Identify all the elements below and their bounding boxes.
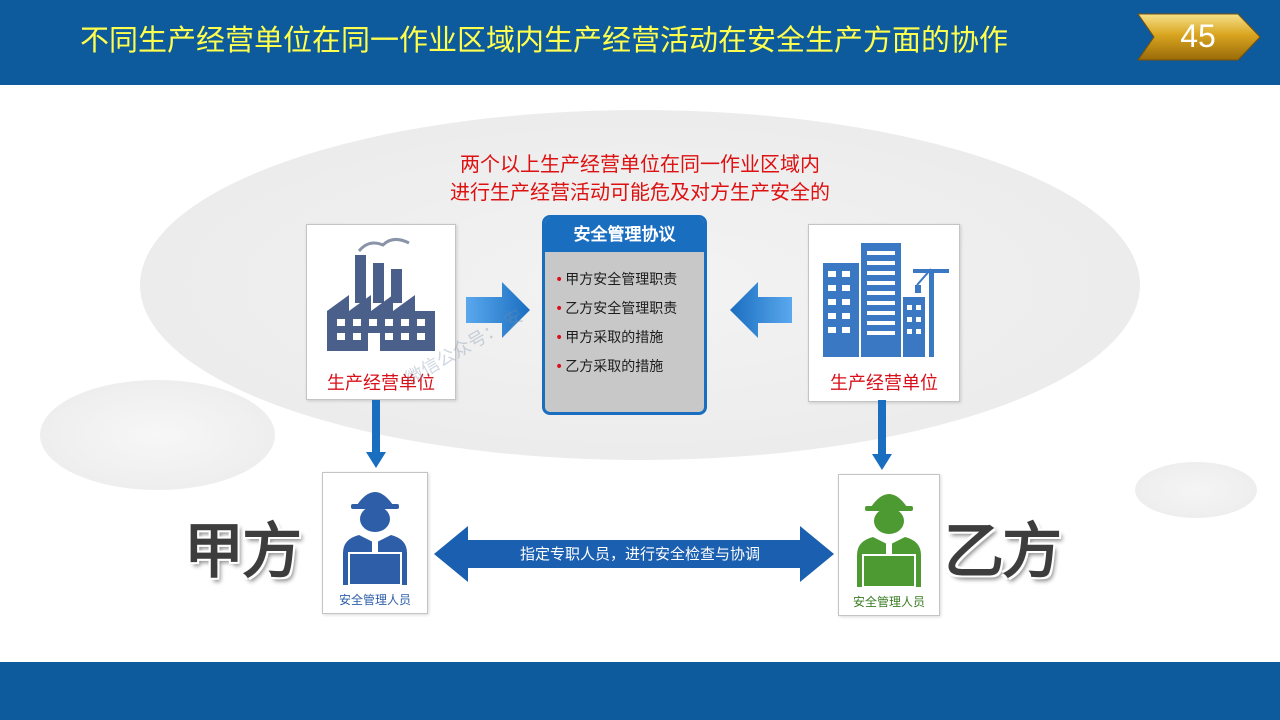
worker-blue-icon (343, 492, 407, 586)
agreement-list: •甲方安全管理职责 •乙方安全管理职责 •甲方采取的措施 •乙方采取的措施 (555, 266, 704, 382)
arrow-left-icon (730, 282, 792, 338)
party-a-card: 安全管理人员 (322, 472, 428, 614)
intro-line-1: 两个以上生产经营单位在同一作业区域内 (460, 152, 820, 176)
page-title: 不同生产经营单位在同一作业区域内生产经营活动在安全生产方面的协作 (80, 23, 1009, 57)
coordination-text: 指定专职人员，进行安全检查与协调 (519, 545, 760, 563)
header-bar (0, 0, 1280, 85)
bullet-icon: • (555, 330, 564, 346)
agreement-item: •甲方采取的措施 (555, 330, 664, 346)
bullet-icon: • (555, 301, 564, 317)
party-b-person-label: 安全管理人员 (852, 595, 925, 609)
party-a-label: 甲方 (184, 517, 302, 587)
arrow-down-left-icon (366, 400, 386, 468)
page-number: 45 (1180, 18, 1216, 54)
safety-agreement-box: 安全管理协议 •甲方安全管理职责 •乙方安全管理职责 •甲方采取的措施 •乙方采… (542, 215, 707, 415)
agreement-title: 安全管理协议 (545, 218, 704, 252)
background-cloud-left (40, 380, 275, 490)
party-b-label: 乙方 (944, 517, 1062, 587)
buildings-icon (823, 243, 949, 357)
left-unit-label: 生产经营单位 (327, 373, 435, 394)
agreement-item: •乙方安全管理职责 (555, 301, 678, 317)
arrow-down-right-icon (872, 400, 892, 470)
intro-text: 两个以上生产经营单位在同一作业区域内 进行生产经营活动可能危及对方生产安全的 (380, 150, 900, 206)
factory-icon (327, 238, 435, 351)
bullet-icon: • (555, 359, 564, 375)
arrow-right-icon (466, 282, 530, 338)
bullet-icon: • (555, 272, 564, 288)
party-b-card: 安全管理人员 (838, 474, 940, 616)
double-arrow-icon (434, 526, 834, 582)
left-unit-card: 生产经营单位 (306, 224, 456, 400)
agreement-item: •乙方采取的措施 (555, 359, 664, 375)
right-unit-label: 生产经营单位 (830, 373, 938, 394)
right-unit-card: 生产经营单位 (808, 224, 960, 402)
footer-bar (0, 662, 1280, 720)
agreement-item: •甲方安全管理职责 (555, 272, 678, 288)
background-cloud-right (1135, 462, 1257, 518)
page-badge (1137, 13, 1261, 61)
worker-green-icon (857, 494, 921, 588)
intro-line-2: 进行生产经营活动可能危及对方生产安全的 (450, 180, 830, 204)
party-a-person-label: 安全管理人员 (338, 593, 411, 607)
